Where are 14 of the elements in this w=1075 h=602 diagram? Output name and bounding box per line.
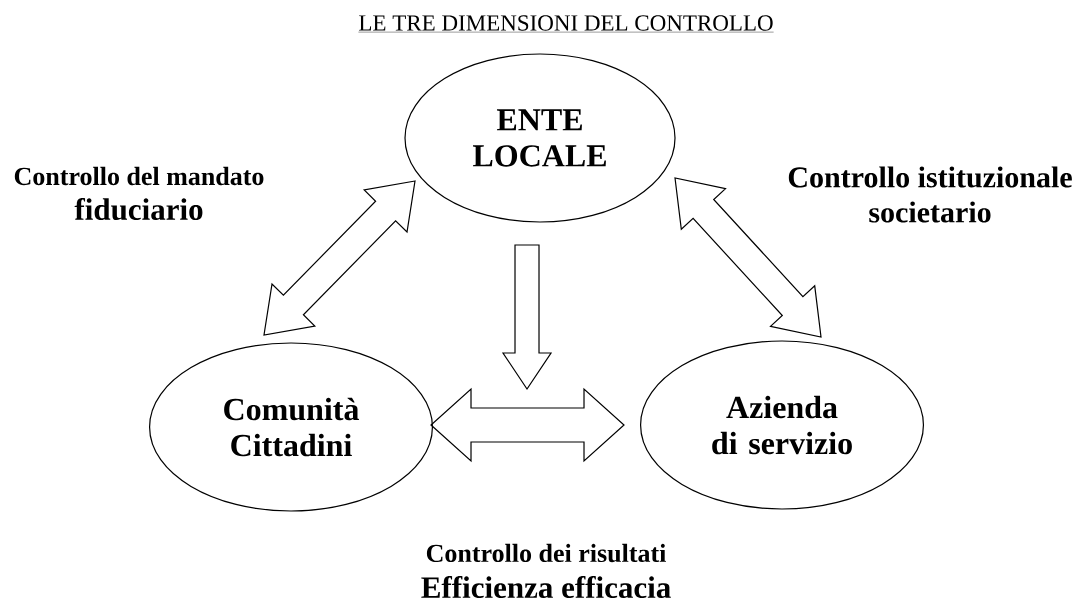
- ellipse-node: ENTE LOCALE: [404, 53, 676, 223]
- ellipse-node: Azienda di servizio: [640, 340, 925, 510]
- block-arrow: [501, 244, 553, 391]
- block-arrow: [430, 387, 625, 463]
- label: Controllo dei risultati: [426, 543, 666, 563]
- label: societario: [869, 201, 991, 223]
- ellipse-node: Comunità Cittadini: [149, 342, 434, 512]
- block-arrow: [674, 177, 822, 338]
- block-arrow: [263, 180, 416, 336]
- label: fiduciario: [74, 197, 203, 221]
- label: Controllo del mandato: [14, 166, 264, 186]
- label: Efficienza efficacia: [421, 575, 671, 599]
- title: LE TRE DIMENSIONI DEL CONTROLLO: [358, 15, 774, 33]
- label: Controllo istituzionale: [788, 166, 1072, 188]
